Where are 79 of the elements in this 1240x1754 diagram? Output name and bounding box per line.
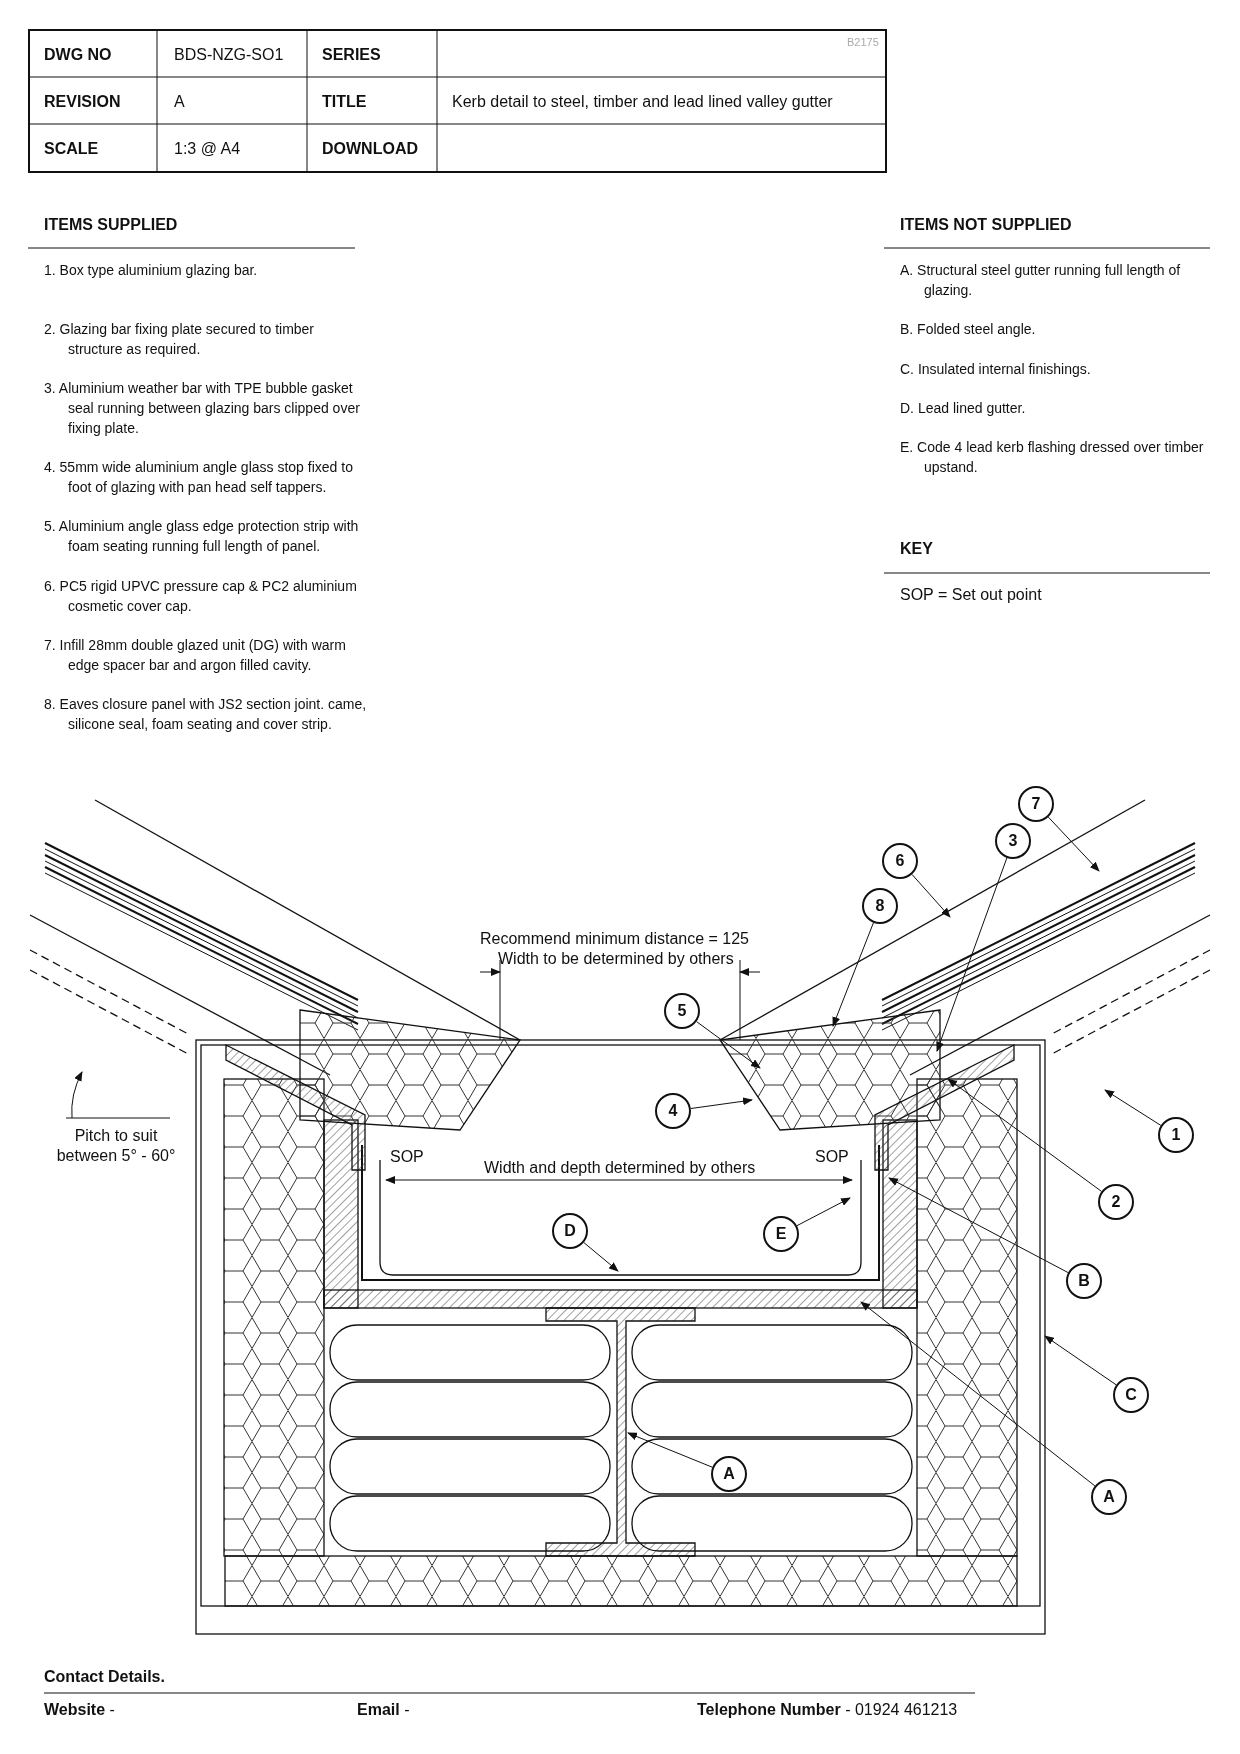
callout-label: 1 xyxy=(1171,1126,1181,1144)
sheet-reference: B2175 xyxy=(847,35,879,50)
section-heading: ITEMS NOT SUPPLIED xyxy=(900,216,1072,234)
callout-circle xyxy=(552,1213,588,1249)
callout-circle xyxy=(655,1093,691,1129)
callout-label: C xyxy=(1125,1386,1137,1404)
callout-circle xyxy=(1113,1377,1149,1413)
list-item: E. Code 4 lead kerb flashing dressed over timber upstand. xyxy=(900,438,1205,477)
callout-circle xyxy=(882,843,918,879)
leader-line xyxy=(832,922,874,1027)
table-value: Kerb detail to steel, timber and lead lined valley gutter xyxy=(452,92,833,112)
section-heading: ITEMS SUPPLIED xyxy=(44,216,178,234)
table-header: DWG NO xyxy=(44,45,112,65)
callout-label: 4 xyxy=(668,1102,678,1120)
callout-label: 3 xyxy=(1008,832,1018,850)
table-value: BDS-NZG-SO1 xyxy=(174,45,284,65)
leader-line xyxy=(1104,1089,1162,1126)
sop-label: SOP xyxy=(390,1147,424,1167)
list-item: 4. 55mm wide aluminium angle glass stop fixed to foot of glazing with pan head self tappers. xyxy=(44,458,354,497)
footer-heading: Contact Details. xyxy=(44,1668,165,1686)
leader-line xyxy=(911,873,951,918)
table-header: TITLE xyxy=(322,92,367,112)
callout-circle xyxy=(664,993,700,1029)
list-item: D. Lead lined gutter. xyxy=(900,399,1027,418)
list-item: 1. Box type aluminium glazing bar. xyxy=(44,261,259,280)
callout-circle xyxy=(1018,786,1054,822)
list-item: B. Folded steel angle. xyxy=(900,320,1037,339)
leader-line xyxy=(1044,1335,1117,1386)
callout-circle xyxy=(763,1216,799,1252)
list-item: 5. Aluminium angle glass edge protection strip with foam seating running full length of panel. xyxy=(44,517,360,556)
contact-label: Telephone Number - 01924 461213 xyxy=(697,1700,958,1720)
section-heading: KEY xyxy=(900,540,933,558)
leader-line xyxy=(888,1177,1069,1274)
callout-label: D xyxy=(564,1222,576,1240)
table-value: A xyxy=(174,92,185,112)
callout-circle xyxy=(1066,1263,1102,1299)
callout-circle xyxy=(1098,1184,1134,1220)
callout-label: 2 xyxy=(1111,1193,1121,1211)
dimension-label: Pitch to suit between 5° - 60° xyxy=(55,1126,177,1166)
callout-label: A xyxy=(1103,1488,1115,1506)
callout-label: 6 xyxy=(895,852,905,870)
leader-line xyxy=(696,1021,761,1069)
list-item: 8. Eaves closure panel with JS2 section joint. came, silicone seal, foam seating and cover strip. xyxy=(44,695,368,734)
callout-circle xyxy=(862,888,898,924)
callout-label: 8 xyxy=(875,897,885,915)
leader-line xyxy=(1047,816,1100,872)
table-header: REVISION xyxy=(44,92,121,112)
callout-label: 7 xyxy=(1031,795,1041,813)
leader-line xyxy=(583,1242,619,1272)
callout-label: 5 xyxy=(677,1002,687,1020)
leader-line xyxy=(936,857,1008,1052)
contact-label: Email - xyxy=(357,1700,410,1720)
list-item: 2. Glazing bar fixing plate secured to timber structure as required. xyxy=(44,320,316,359)
sop-label: SOP xyxy=(815,1147,849,1167)
table-header: SERIES xyxy=(322,45,381,65)
leader-line xyxy=(860,1301,1096,1487)
callout-label: B xyxy=(1078,1272,1090,1290)
leader-line xyxy=(690,1097,753,1109)
contact-label: Website - xyxy=(44,1700,115,1720)
list-item: C. Insulated internal finishings. xyxy=(900,360,1092,379)
callout-circle xyxy=(995,823,1031,859)
list-item: A. Structural steel gutter running full length of glazing. xyxy=(900,261,1182,300)
table-header: DOWNLOAD xyxy=(322,139,418,159)
table-value: 1:3 @ A4 xyxy=(174,139,241,159)
dimension-label: Width to be determined by others xyxy=(498,949,734,969)
dimension-label: Recommend minimum distance = 125 xyxy=(480,929,749,949)
leader-line xyxy=(796,1197,851,1227)
callout-circle xyxy=(1158,1117,1194,1153)
callout-label: E xyxy=(775,1225,787,1243)
leader-line xyxy=(627,1432,713,1468)
callout-circle xyxy=(1091,1479,1127,1515)
callout-label: A xyxy=(723,1465,735,1483)
key-note: SOP = Set out point xyxy=(900,585,1042,605)
list-item: 3. Aluminium weather bar with TPE bubble gasket seal running between glazing bars clipped over fixing plate. xyxy=(44,379,361,438)
table-header: SCALE xyxy=(44,139,99,159)
list-item: 6. PC5 rigid UPVC pressure cap & PC2 aluminium cosmetic cover cap. xyxy=(44,577,358,616)
leader-line xyxy=(947,1078,1102,1192)
list-item: 7. Infill 28mm double glazed unit (DG) with warm edge spacer bar and argon filled cavity. xyxy=(44,636,347,675)
callout-circle xyxy=(711,1456,747,1492)
